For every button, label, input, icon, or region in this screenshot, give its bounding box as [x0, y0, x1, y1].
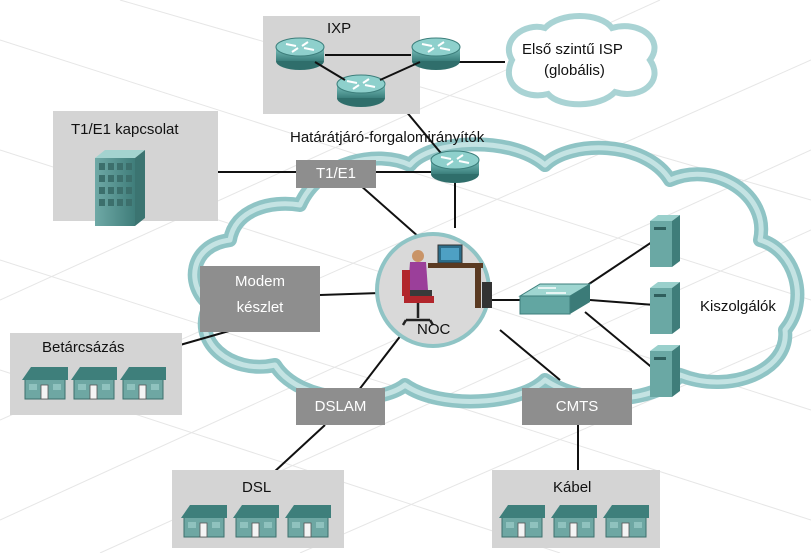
cmts-label: CMTS — [555, 398, 599, 415]
border-router-icon — [430, 150, 480, 184]
isp-cloud — [506, 13, 658, 108]
dslam-label: DSLAM — [314, 398, 367, 415]
server-2-icon — [650, 282, 680, 334]
server-1-icon — [650, 215, 680, 267]
isp-label-line1: Első szintű ISP — [522, 41, 623, 58]
cmts-plate — [522, 388, 632, 425]
cable-label: Kábel — [553, 479, 592, 496]
switch-icon — [518, 283, 592, 315]
t1e1-plate — [296, 160, 376, 188]
dsl-house-1-icon — [180, 504, 228, 538]
office-building-icon — [95, 150, 145, 226]
noc-label: NOC — [417, 321, 451, 338]
noc-operator-icon — [401, 244, 492, 326]
dsl-label: DSL — [242, 479, 272, 496]
modem-label-line2: készlet — [236, 299, 284, 316]
t1e1-connection-label: T1/E1 kapcsolat — [71, 121, 179, 138]
modem-label-line1: Modem — [234, 273, 286, 290]
t1e1-label: T1/E1 — [315, 165, 357, 182]
servers-label: Kiszolgálók — [700, 298, 776, 315]
dialup-house-1-icon — [21, 366, 69, 400]
server-3-icon — [650, 345, 680, 397]
cable-house-3-icon — [602, 504, 650, 538]
dslam-plate — [296, 388, 385, 425]
ixp-label: IXP — [327, 20, 352, 37]
ixp-router-1-icon — [275, 37, 325, 71]
dsl-house-3-icon — [284, 504, 332, 538]
dialup-house-2-icon — [70, 366, 118, 400]
dsl-house-2-icon — [232, 504, 280, 538]
isp-label-line2: (globális) — [544, 62, 605, 79]
border-routers-label: Határátjáró-forgalomirányítók — [290, 129, 485, 146]
dialup-house-3-icon — [119, 366, 167, 400]
modem-pool-plate — [200, 266, 320, 332]
ixp-router-2-icon — [411, 37, 461, 71]
dialup-label: Betárcsázás — [42, 339, 125, 356]
cable-house-1-icon — [498, 504, 546, 538]
cable-house-2-icon — [550, 504, 598, 538]
